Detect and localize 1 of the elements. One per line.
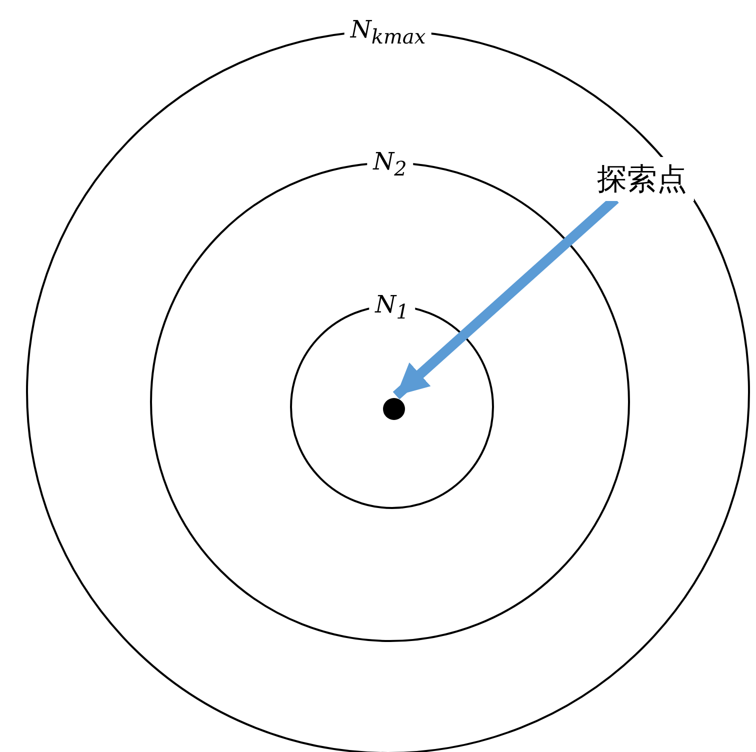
search-point-dot xyxy=(383,398,405,420)
